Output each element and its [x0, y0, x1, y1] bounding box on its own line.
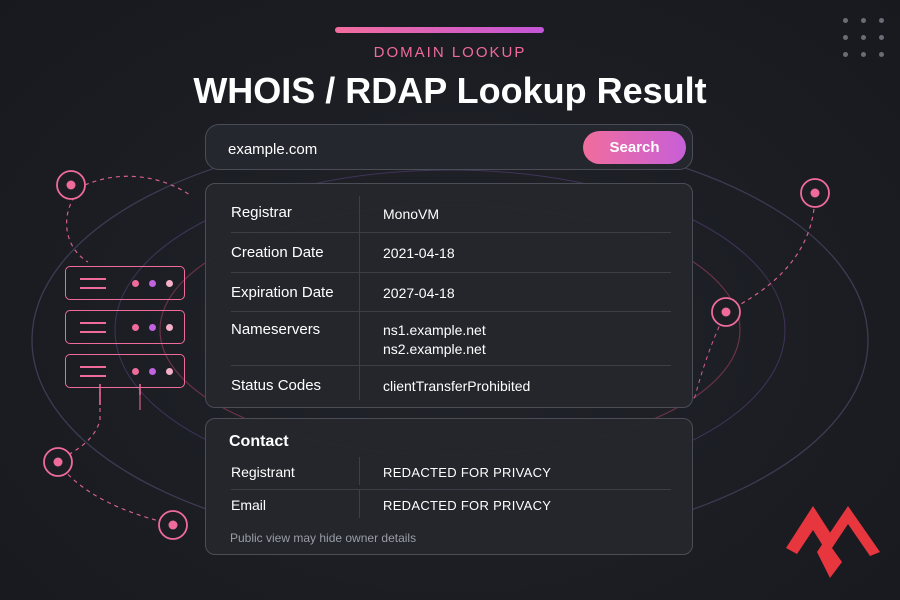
row-value: 2027-04-18: [383, 285, 455, 301]
network-node-icon: [800, 178, 830, 208]
search-input[interactable]: [226, 135, 570, 163]
row-label: Creation Date: [231, 244, 324, 261]
privacy-footnote: Public view may hide owner details: [230, 531, 417, 545]
row-value: ns1.example.net: [383, 322, 486, 338]
row-value: REDACTED FOR PRIVACY: [383, 465, 552, 480]
result-row-registrar: Registrar MonoVM: [231, 194, 671, 233]
contact-title: Contact: [229, 433, 289, 450]
result-row-creation-date: Creation Date 2021-04-18: [231, 233, 671, 273]
contact-panel: Contact Registrant REDACTED FOR PRIVACY …: [205, 418, 693, 555]
result-row-nameservers: Nameservers ns1.example.net ns2.example.…: [231, 312, 671, 366]
network-node-icon: [43, 447, 73, 477]
search-bar: Search: [205, 124, 693, 170]
row-value: clientTransferProhibited: [383, 378, 531, 394]
dots-grid-icon: [843, 18, 885, 58]
page-title: WHOIS / RDAP Lookup Result: [193, 70, 707, 111]
server-unit: [65, 310, 185, 344]
network-node-icon: [711, 297, 741, 327]
row-label: Email: [231, 497, 267, 513]
server-unit: [65, 266, 185, 300]
network-node-icon: [56, 170, 86, 200]
row-value: MonoVM: [383, 206, 440, 222]
page-eyebrow: DOMAIN LOOKUP: [373, 44, 527, 61]
contact-row-registrant: Registrant REDACTED FOR PRIVACY: [231, 457, 671, 490]
network-node-icon: [158, 510, 188, 540]
row-label: Nameservers: [231, 321, 321, 338]
result-panel: Registrar MonoVM Creation Date 2021-04-1…: [205, 183, 693, 408]
row-value: REDACTED FOR PRIVACY: [383, 498, 552, 513]
accent-bar: [335, 27, 544, 33]
contact-row-email: Email REDACTED FOR PRIVACY: [231, 490, 671, 522]
result-row-status-codes: Status Codes clientTransferProhibited: [231, 366, 671, 404]
search-button[interactable]: Search: [583, 131, 686, 164]
brand-logo-icon: [786, 506, 880, 578]
row-label: Registrar: [231, 204, 292, 221]
row-value: 2021-04-18: [383, 245, 455, 261]
row-label: Expiration Date: [231, 284, 334, 301]
row-value-secondary: ns2.example.net: [383, 341, 486, 357]
row-label: Registrant: [231, 464, 295, 480]
server-unit: [65, 354, 185, 388]
result-row-expiration-date: Expiration Date 2027-04-18: [231, 273, 671, 312]
row-label: Status Codes: [231, 377, 322, 394]
